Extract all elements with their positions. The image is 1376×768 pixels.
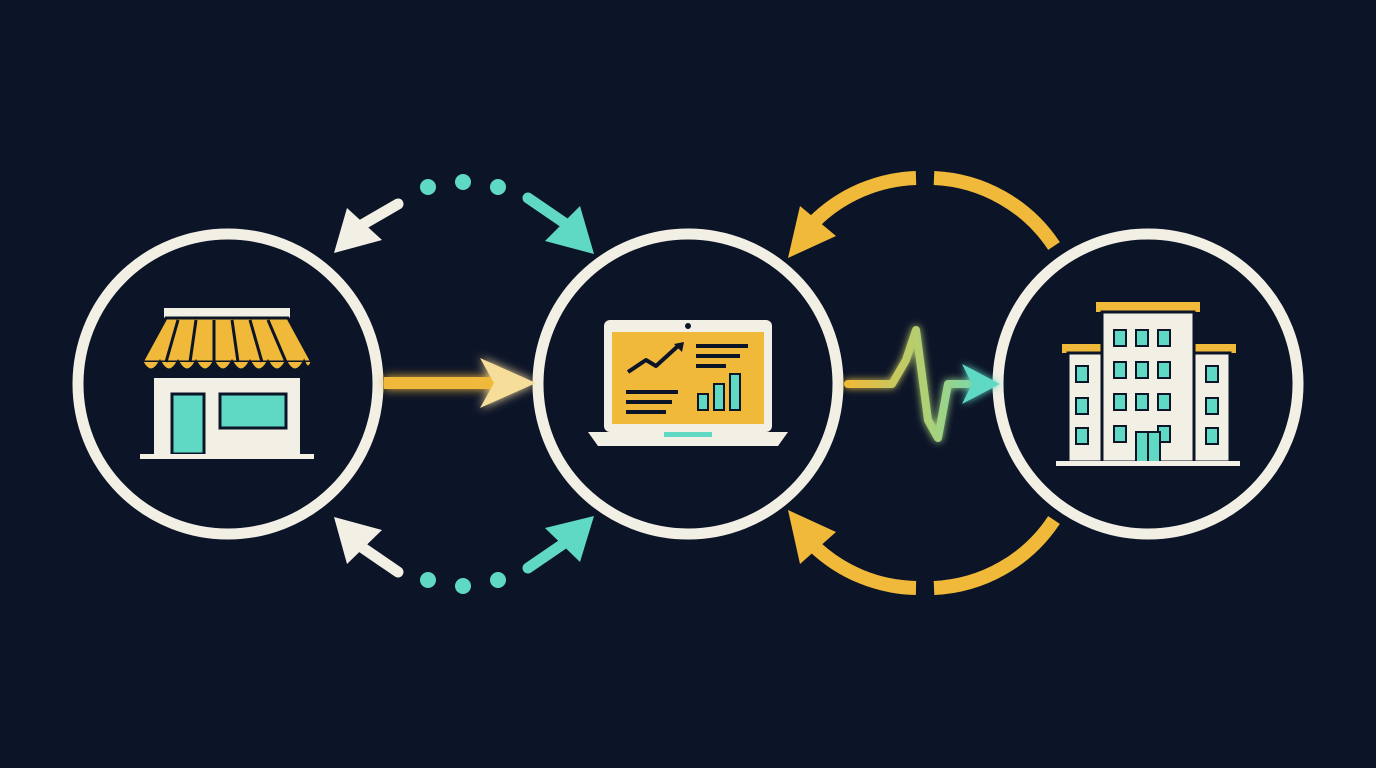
storefront-icon xyxy=(139,308,315,459)
cream-arrowhead-bottom-left xyxy=(334,517,382,564)
laptop-analytics-icon xyxy=(588,320,788,446)
yellow-arc-bottom-right xyxy=(933,516,1060,595)
teal-dot xyxy=(420,179,436,195)
cream-arrow-top-left xyxy=(354,198,404,232)
teal-dot xyxy=(455,578,471,594)
cream-arrow-bottom-left xyxy=(354,540,404,578)
bottom-dotted-connector xyxy=(334,516,594,594)
yellow-arrowhead-bottom xyxy=(788,510,836,564)
yellow-feedback-arcs xyxy=(788,171,1060,595)
teal-arrowhead-bottom-right xyxy=(545,516,594,562)
teal-arrowhead-top-right xyxy=(545,206,594,254)
teal-dot xyxy=(455,174,471,190)
teal-arrow-bottom-right xyxy=(522,536,572,574)
yellow-arc-top-right xyxy=(933,171,1060,250)
teal-arrow-top-right xyxy=(522,192,572,230)
yellow-arc-bottom-left xyxy=(809,540,917,595)
yellow-arrowhead-top xyxy=(788,206,836,258)
glowing-arrow xyxy=(384,358,536,408)
yellow-arc-top-left xyxy=(809,171,917,228)
top-dotted-connector xyxy=(334,174,594,254)
teal-dot xyxy=(420,572,436,588)
pulse-connector xyxy=(844,326,1000,442)
teal-dot xyxy=(490,572,506,588)
teal-dot xyxy=(490,179,506,195)
office-building-icon xyxy=(1056,302,1240,466)
cream-arrowhead-top-left xyxy=(334,208,382,253)
